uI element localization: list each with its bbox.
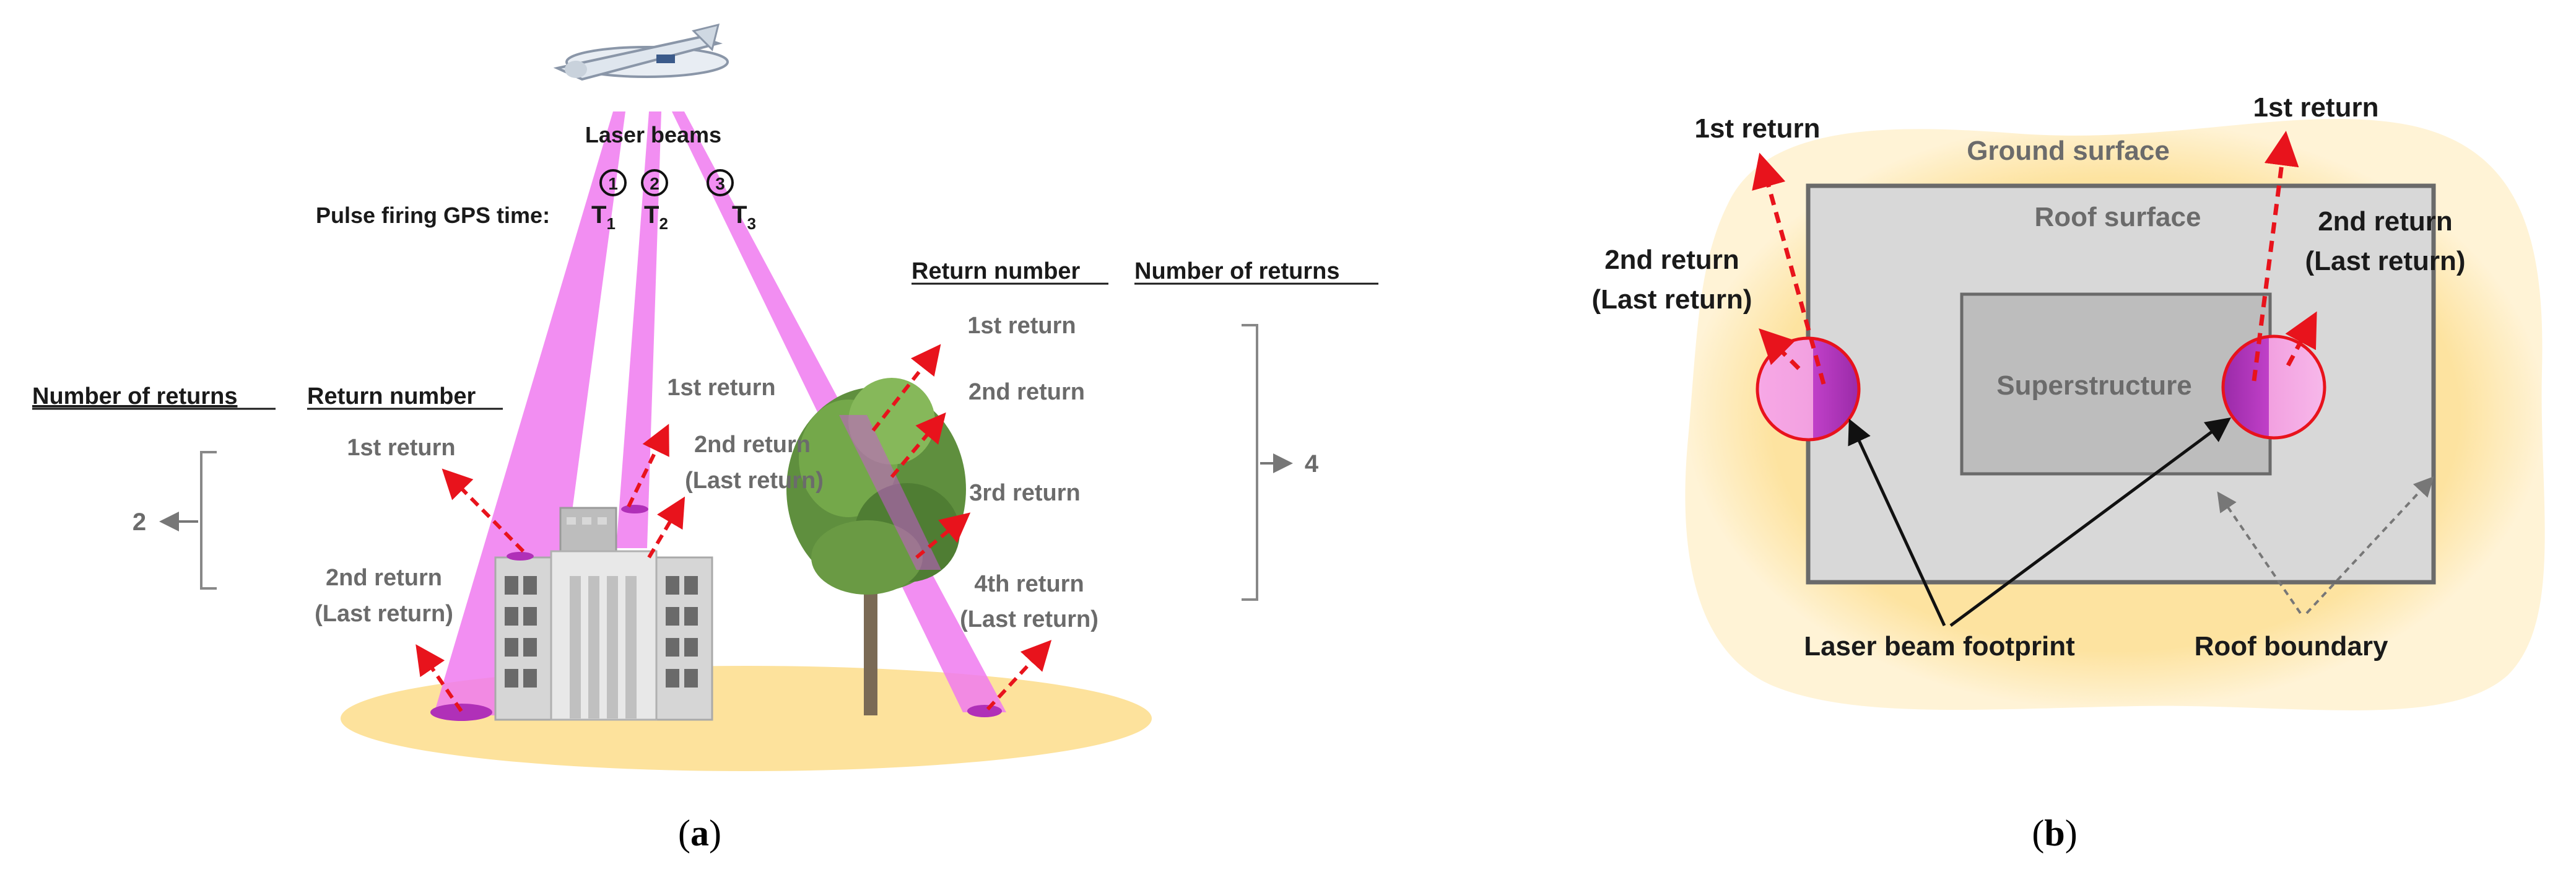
right-count: 4 — [1305, 450, 1319, 478]
laser-beam-1 — [433, 111, 625, 715]
right-last-return-label: (Last return) — [2305, 246, 2465, 276]
left-number-of-returns-header: Number of returns — [32, 383, 237, 409]
return-arrow-mid-1 — [627, 424, 669, 508]
superstructure-rect — [1960, 292, 2272, 476]
left-return-number-header: Return number — [307, 383, 476, 409]
footprint-arrow-right — [1949, 417, 2232, 627]
right-second-return-label: 2nd return — [2318, 206, 2453, 237]
right-last-return: (Last return) — [960, 606, 1099, 632]
building — [494, 507, 713, 721]
left-last-return: (Last return) — [315, 601, 453, 627]
panel-a: Laser beams 1 2 3 Pulse firing GPS time:… — [32, 23, 1378, 854]
left-count: 2 — [133, 509, 146, 536]
right-fourth-return: 4th return — [974, 571, 1084, 597]
pulse-time-3: T3 — [732, 201, 756, 233]
arrow-right-first — [2252, 131, 2299, 382]
caption-b: (b) — [2032, 813, 2077, 854]
return-arrow-right-2 — [890, 412, 946, 478]
ground-surface-label: Ground surface — [1967, 136, 2170, 166]
right-bracket — [1242, 324, 1258, 601]
return-arrow-mid-2 — [647, 496, 685, 559]
footprint-ground-1 — [430, 704, 492, 721]
caption-a: (a) — [678, 813, 721, 854]
boundary-arrow-right — [2305, 476, 2434, 614]
left-first-return-label: 1st return — [1695, 113, 1821, 144]
pulse-num-1: 1 — [608, 174, 618, 193]
right-third-return: 3rd return — [969, 480, 1080, 506]
superstructure-label: Superstructure — [1996, 370, 2191, 401]
pulse-num-3: 3 — [715, 174, 725, 193]
left-second-return-label: 2nd return — [1604, 245, 1739, 275]
airplane-icon — [553, 23, 729, 81]
roof-surface-label: Roof surface — [2035, 202, 2201, 232]
return-arrow-left-2 — [416, 644, 463, 712]
left-first-return: 1st return — [347, 435, 455, 461]
right-first-return: 1st return — [967, 313, 1076, 339]
return-arrow-right-1 — [871, 344, 941, 432]
panel-b: Ground surface Roof surface Superstructu… — [1591, 92, 2545, 854]
footprint-label: Laser beam footprint — [1804, 631, 2075, 662]
pulse-num-2: 2 — [650, 174, 659, 193]
right-first-return-label: 1st return — [2253, 92, 2379, 123]
footprint-left — [1756, 336, 1861, 442]
pulse-firing-label: Pulse firing GPS time: — [316, 203, 550, 228]
left-second-return: 2nd return — [326, 565, 442, 591]
arrow-left-second — [1759, 328, 1801, 370]
left-last-return-label: (Last return) — [1591, 284, 1752, 315]
arrow-right-second — [2285, 311, 2317, 367]
footprint-ground-3 — [967, 705, 1002, 717]
mid-last-return: (Last return) — [685, 468, 824, 494]
pulse-time-2: T2 — [644, 201, 668, 233]
return-arrow-left-1 — [442, 468, 525, 553]
right-number-of-returns-header: Number of returns — [1134, 258, 1339, 284]
right-return-number-header: Return number — [912, 258, 1081, 284]
arrow-left-first — [1752, 152, 1826, 385]
roof-boundary-label: Roof boundary — [2195, 631, 2388, 662]
mid-second-return: 2nd return — [694, 432, 811, 458]
left-bracket — [200, 451, 217, 590]
footprint-right — [2221, 334, 2326, 440]
pulse-time-1: T1 — [591, 201, 616, 233]
laser-beams-label: Laser beams — [585, 122, 721, 147]
footprint-arrow-left — [1848, 418, 1946, 627]
footprint-roof-2 — [621, 505, 648, 513]
return-arrow-right-4 — [986, 640, 1052, 711]
mid-first-return: 1st return — [667, 375, 775, 401]
pulse-markers: 1 2 3 — [599, 169, 734, 196]
return-arrow-right-3 — [915, 512, 971, 559]
right-second-return: 2nd return — [968, 379, 1085, 405]
footprint-roof-1 — [507, 552, 534, 561]
boundary-arrow-left — [2217, 491, 2302, 614]
